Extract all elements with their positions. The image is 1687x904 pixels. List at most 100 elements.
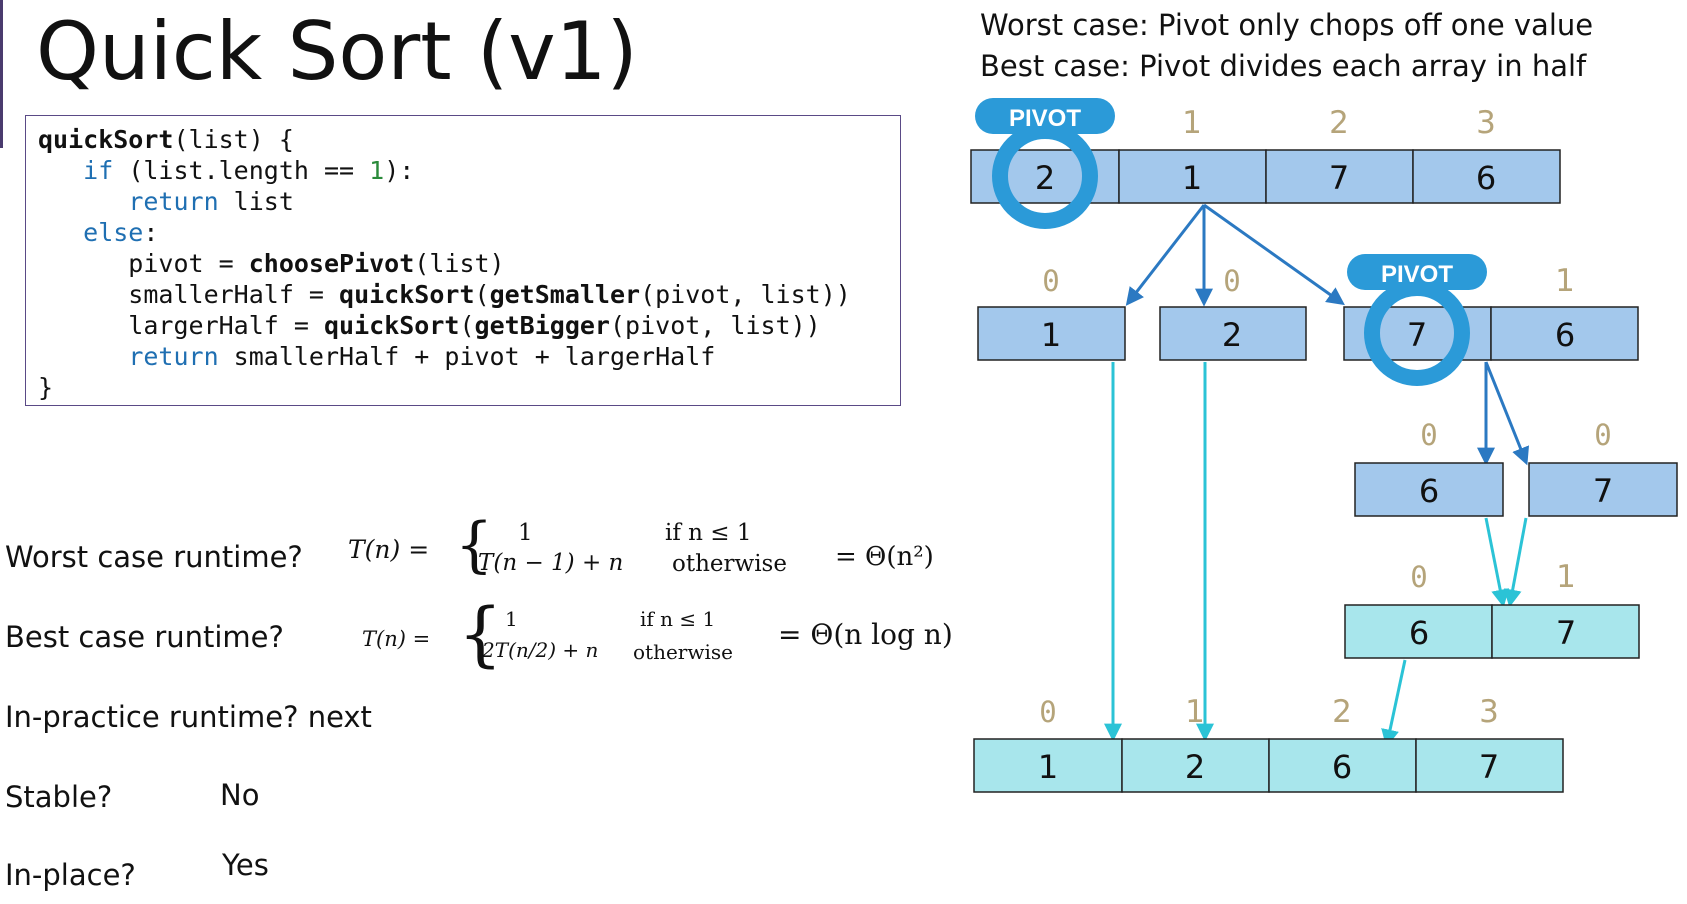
row3-value-1: 7 (1556, 614, 1576, 652)
row1-left-cell (977, 306, 1126, 361)
worst-brace: { (455, 510, 494, 580)
row0-cell-1 (1118, 149, 1267, 204)
row1-pivot-badge (1347, 254, 1487, 290)
row1-right-array: PIVOT 1 7 6 (1343, 254, 1639, 386)
final-value-2: 6 (1332, 748, 1352, 786)
arrow-row3-to-final (1381, 659, 1407, 748)
code-token: (list.length == (113, 156, 370, 185)
arrow-row2-right-to-row3 (1503, 517, 1528, 608)
final-index-0: 0 (1039, 695, 1056, 729)
final-array: 0 1 2 3 1 2 6 7 (973, 694, 1564, 793)
row2-right-array: 0 7 (1528, 418, 1678, 517)
code-line: return list (38, 186, 900, 217)
best-lhs: T(n) = (362, 627, 431, 651)
best-case2-value: 2T(n/2) + n (482, 638, 599, 662)
code-token: return (128, 342, 219, 371)
row1-right-value-0: 7 (1407, 316, 1427, 354)
code-token: ( (474, 280, 490, 309)
code-token: choosePivot (248, 249, 415, 278)
stable-answer: No (220, 778, 260, 812)
final-value-0: 1 (1038, 748, 1058, 786)
best-brace: { (458, 593, 503, 675)
code-token: 1 (369, 156, 385, 185)
row0-cell-3 (1412, 149, 1561, 204)
worst-lhs: T(n) = (348, 535, 430, 564)
code-token: getSmaller (489, 280, 641, 309)
slide-accent-bar (0, 0, 3, 148)
best-case-question: Best case runtime? (5, 620, 284, 654)
slide-title: Quick Sort (v1) (36, 5, 638, 98)
row1-pivot-label: PIVOT (1381, 261, 1453, 288)
row2-right-value: 7 (1593, 472, 1613, 510)
in-practice-question: In-practice runtime? next (5, 700, 372, 734)
code-token: (list) { (173, 125, 294, 154)
code-token: } (38, 373, 54, 402)
row0-pivot-label: PIVOT (1009, 105, 1081, 132)
row1-mid-array: 0 2 (1159, 264, 1307, 361)
row2-right-cell (1528, 462, 1678, 517)
row2-left-array: 0 6 (1354, 418, 1504, 517)
worst-case2-condition: otherwise (672, 551, 787, 577)
arrow-row0-to-right (1203, 203, 1345, 306)
row0-index-1: 1 (1182, 105, 1202, 141)
final-cell-1 (1121, 738, 1270, 793)
arrow-row0-to-left (1125, 204, 1206, 306)
code-token: quickSort (339, 280, 475, 309)
code-token: : (143, 218, 159, 247)
worst-case-question: Worst case runtime? (5, 540, 303, 574)
in-place-question: In-place? (5, 858, 136, 892)
worst-case2-value: T(n − 1) + n (478, 550, 624, 576)
final-index-2: 2 (1332, 694, 1352, 730)
code-line: if (list.length == 1): (38, 155, 900, 186)
code-token: (pivot, list)) (609, 311, 821, 340)
row0-pivot-badge (975, 98, 1115, 134)
final-value-3: 7 (1479, 748, 1499, 786)
code-token: else (83, 218, 144, 247)
row2-right-index: 0 (1594, 418, 1611, 452)
row1-right-index-1: 1 (1555, 263, 1575, 299)
row3-index-1: 1 (1556, 559, 1576, 595)
row2-left-cell (1354, 462, 1504, 517)
arrow-row1-to-row2-right (1484, 361, 1530, 466)
row0-value-0: 2 (1035, 159, 1055, 197)
best-case1-value: 1 (505, 607, 518, 631)
row0-value-1: 1 (1182, 159, 1202, 197)
code-token: smallerHalf = (38, 280, 340, 309)
code-line: return smallerHalf + pivot + largerHalf (38, 341, 900, 372)
code-token: list (218, 187, 294, 216)
code-token: ( (459, 311, 475, 340)
row1-mid-cell (1159, 306, 1307, 361)
row3-index-0: 0 (1410, 560, 1427, 594)
row0-index-2: 2 (1329, 105, 1349, 141)
worst-case1-value: 1 (518, 520, 533, 546)
code-line: quickSort(list) { (38, 124, 900, 155)
code-line: smallerHalf = quickSort(getSmaller(pivot… (38, 279, 900, 310)
code-line: } (38, 372, 900, 403)
row3-array: 0 1 6 7 (1344, 559, 1640, 659)
stable-question: Stable? (5, 780, 113, 814)
code-token: getBigger (474, 311, 610, 340)
best-case2-condition: otherwise (633, 640, 733, 664)
row0-value-3: 6 (1476, 159, 1496, 197)
row1-left-value: 1 (1041, 316, 1061, 354)
row3-cell-1 (1491, 604, 1640, 659)
row3-cell-0 (1344, 604, 1493, 659)
best-case1-condition: if n ≤ 1 (640, 607, 716, 631)
final-index-1: 1 (1185, 694, 1205, 730)
row0-array: PIVOT 1 2 3 2 1 7 6 (970, 98, 1561, 229)
code-token: pivot = (38, 249, 249, 278)
worst-case-note: Worst case: Pivot only chops off one val… (980, 8, 1594, 42)
final-cell-2 (1268, 738, 1417, 793)
code-token: (list) (414, 249, 505, 278)
final-cell-3 (1415, 738, 1564, 793)
row3-value-0: 6 (1409, 614, 1429, 652)
worst-result: = Θ(n²) (835, 542, 934, 572)
worst-case1-condition: if n ≤ 1 (665, 520, 752, 546)
code-line: pivot = choosePivot(list) (38, 248, 900, 279)
row0-value-2: 7 (1329, 159, 1349, 197)
code-token: quickSort (38, 125, 174, 154)
best-case-note: Best case: Pivot divides each array in h… (980, 49, 1587, 83)
row1-mid-value: 2 (1222, 316, 1242, 354)
case-notes: Worst case: Pivot only chops off one val… (980, 5, 1593, 87)
